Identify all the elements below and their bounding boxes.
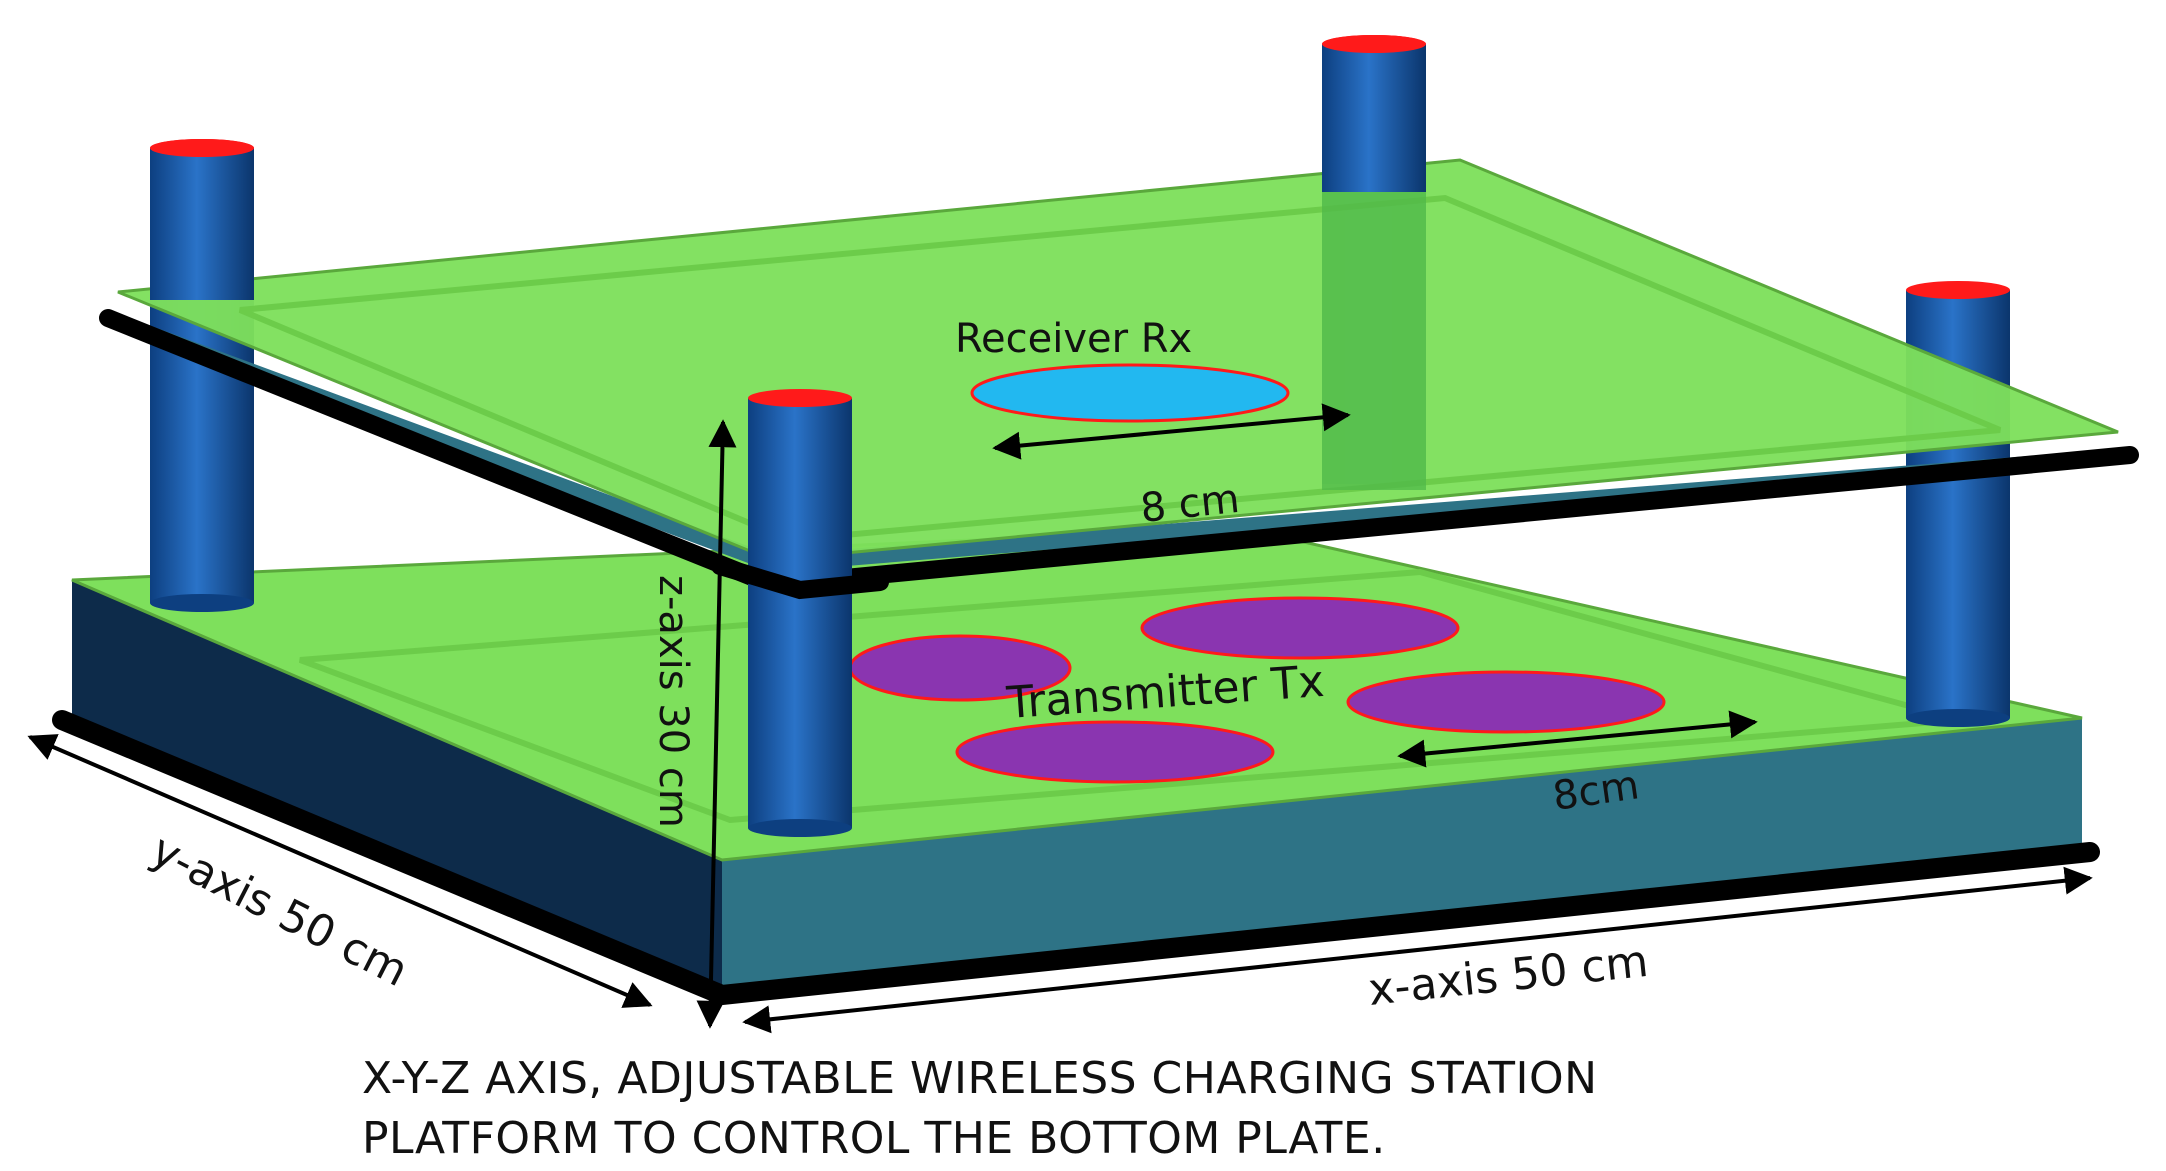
- top-plate-black-edge-front: [711, 557, 889, 600]
- receiver-label: Receiver Rx: [955, 316, 1192, 362]
- top-plate-inner-rim: [238, 194, 2002, 544]
- receiver-size-arrow: [992, 403, 1351, 460]
- top-plate-top-face: [117, 158, 2119, 562]
- pillar-cap: [748, 389, 852, 407]
- x-axis-label: x-axis 50 cm: [1366, 936, 1651, 1016]
- z-axis-arrow: [696, 419, 737, 1029]
- pillar-cap: [1906, 281, 2010, 299]
- y-axis-arrow: [27, 734, 653, 1008]
- transmitter-coil: [1346, 670, 1666, 734]
- transmitter-coil: [955, 720, 1275, 784]
- x-axis-arrow: [742, 866, 2093, 1034]
- transmitter-coil: [1140, 596, 1460, 660]
- caption-line-1: X-Y-Z AXIS, ADJUSTABLE WIRELESS CHARGING…: [362, 1053, 1598, 1104]
- transmitter-size-arrow: [1397, 710, 1758, 768]
- pillar-right: [1906, 281, 2010, 727]
- receiver-coil: [970, 363, 1290, 423]
- top-plate-edge-face: [108, 310, 2130, 572]
- pillar-rear-left-upper: [150, 148, 254, 300]
- z-axis-label: z-axis 30 cm: [650, 575, 696, 828]
- pillar-rear-right-upper: [1322, 44, 1426, 192]
- pillar-rear-right-through-plate: [1322, 190, 1426, 490]
- receiver-size-label: 8 cm: [1138, 476, 1241, 532]
- pillar-cap: [1322, 35, 1426, 53]
- pillar-front: [748, 389, 852, 837]
- pillar-cap: [150, 139, 254, 157]
- caption-line-2: PLATFORM TO CONTROL THE BOTTOM PLATE.: [362, 1113, 1386, 1164]
